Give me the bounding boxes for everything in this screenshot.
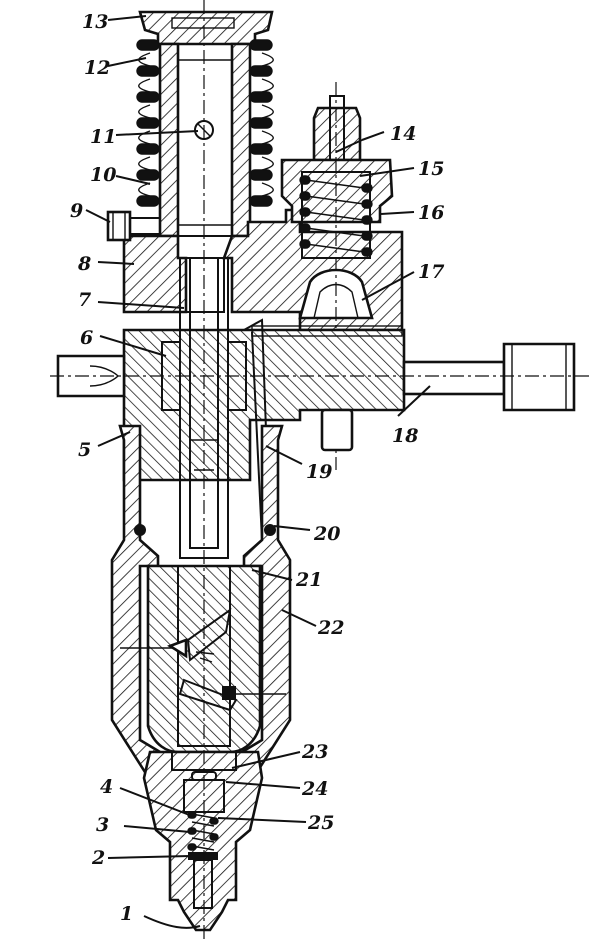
atomizer-nozzle: [142, 0, 264, 940]
label-17: 17: [418, 261, 444, 283]
label-19: 19: [306, 461, 332, 483]
tappet-sleeve: [158, 42, 252, 238]
label-22: 22: [317, 617, 344, 639]
label-5: 5: [78, 439, 91, 461]
label-8: 8: [77, 253, 91, 275]
label-6: 6: [80, 327, 93, 349]
label-18: 18: [392, 425, 418, 447]
label-10: 10: [90, 164, 116, 186]
label-7: 7: [78, 289, 91, 311]
label-4: 4: [100, 776, 113, 798]
label-14: 14: [390, 123, 416, 145]
label-2: 2: [91, 847, 105, 869]
nozzle-holder: [120, 564, 286, 754]
label-20: 20: [313, 523, 340, 545]
label-1: 1: [120, 903, 133, 925]
locking-screw: [106, 210, 161, 242]
label-16: 16: [418, 202, 444, 224]
label-13: 13: [82, 11, 108, 33]
return-spring: [136, 39, 274, 207]
tappet-cap: [138, 10, 274, 46]
leader-lines: [85, 15, 431, 929]
label-3: 3: [96, 814, 109, 836]
label-23: 23: [301, 741, 328, 763]
part-labels: 13 12 11 10 9 8 7 6 5 14 15 16 17 18 19 …: [70, 11, 444, 925]
label-15: 15: [418, 158, 444, 180]
label-11: 11: [90, 126, 116, 148]
label-21: 21: [295, 569, 322, 591]
label-25: 25: [307, 812, 334, 834]
middle-block: [50, 325, 590, 482]
label-24: 24: [301, 778, 328, 800]
label-9: 9: [70, 200, 83, 222]
label-12: 12: [84, 57, 110, 79]
